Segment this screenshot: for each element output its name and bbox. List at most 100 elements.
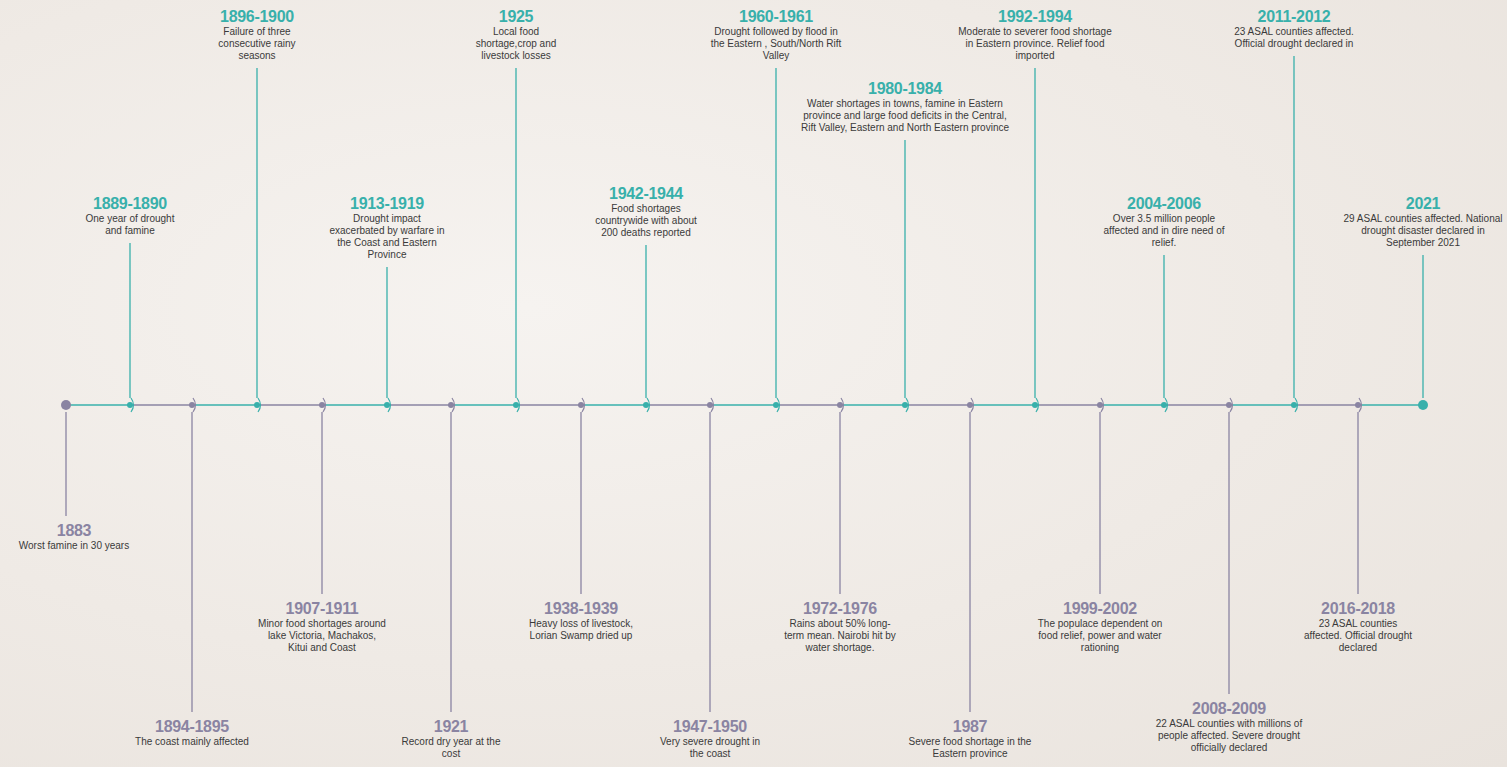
leader-line bbox=[65, 412, 66, 516]
timeline-event: 1889-1890One year of drought and famine bbox=[80, 195, 180, 237]
year-heading: 1925 bbox=[466, 8, 566, 26]
timeline-event: 1942-1944Food shortages countrywide with… bbox=[591, 185, 701, 239]
year-heading: 1987 bbox=[908, 718, 1033, 736]
event-description: Local food shortage,crop and livestock l… bbox=[466, 26, 566, 62]
year-heading: 2008-2009 bbox=[1149, 700, 1309, 718]
event-description: Severe food shortage in the Eastern prov… bbox=[908, 736, 1033, 760]
leader-line bbox=[904, 140, 905, 398]
marker-dot bbox=[254, 402, 260, 408]
marker-dot bbox=[1291, 402, 1297, 408]
timeline-event: 202129 ASAL counties affected. National … bbox=[1343, 195, 1503, 249]
timeline-axis bbox=[1229, 404, 1294, 406]
year-heading: 1921 bbox=[396, 718, 506, 736]
year-heading: 1889-1890 bbox=[80, 195, 180, 213]
marker-dot bbox=[319, 402, 325, 408]
timeline-axis bbox=[840, 404, 905, 406]
event-description: Over 3.5 million people affected and in … bbox=[1099, 213, 1229, 249]
timeline-axis bbox=[1164, 404, 1229, 406]
timeline-axis bbox=[710, 404, 776, 406]
year-heading: 1980-1984 bbox=[800, 80, 1010, 98]
year-heading: 1972-1976 bbox=[780, 600, 900, 618]
timeline-event: 1896-1900Failure of three consecutive ra… bbox=[207, 8, 307, 62]
timeline-axis bbox=[516, 404, 581, 406]
year-heading: 1883 bbox=[4, 522, 144, 540]
event-description: Failure of three consecutive rainy seaso… bbox=[207, 26, 307, 62]
timeline-axis bbox=[905, 404, 970, 406]
timeline-event: 1972-1976Rains about 50% long-term mean.… bbox=[780, 600, 900, 654]
timeline-event: 2011-201223 ASAL counties affected. Offi… bbox=[1234, 8, 1354, 50]
event-description: Moderate to severer food shortage in Eas… bbox=[955, 26, 1115, 62]
timeline-event: 1925Local food shortage,crop and livesto… bbox=[466, 8, 566, 62]
year-heading: 1913-1919 bbox=[327, 195, 447, 213]
leader-line bbox=[1357, 412, 1358, 594]
timeline-event: 1938-1939Heavy loss of livestock, Lorian… bbox=[521, 600, 641, 642]
timeline-axis bbox=[1100, 404, 1164, 406]
event-description: Rains about 50% long-term mean. Nairobi … bbox=[780, 618, 900, 654]
marker-dot bbox=[513, 402, 519, 408]
leader-line bbox=[1034, 68, 1035, 398]
year-heading: 2004-2006 bbox=[1099, 195, 1229, 213]
leader-line bbox=[580, 412, 581, 594]
marker-dot bbox=[1226, 402, 1232, 408]
year-heading: 2021 bbox=[1343, 195, 1503, 213]
timeline-axis bbox=[970, 404, 1035, 406]
timeline-event: 1987Severe food shortage in the Eastern … bbox=[908, 718, 1033, 760]
leader-line bbox=[775, 68, 776, 398]
event-description: 29 ASAL counties affected. National drou… bbox=[1343, 213, 1503, 249]
timeline-axis bbox=[322, 404, 387, 406]
timeline-axis bbox=[776, 404, 840, 406]
event-description: Water shortages in towns, famine in East… bbox=[800, 98, 1010, 134]
leader-line bbox=[839, 412, 840, 594]
timeline-event: 1980-1984Water shortages in towns, famin… bbox=[800, 80, 1010, 134]
leader-line bbox=[129, 243, 130, 398]
timeline-event: 1992-1994Moderate to severer food shorta… bbox=[955, 8, 1115, 62]
marker-dot bbox=[773, 402, 779, 408]
timeline-event: 2004-2006Over 3.5 million people affecte… bbox=[1099, 195, 1229, 249]
event-description: Record dry year at the cost bbox=[396, 736, 506, 760]
leader-line bbox=[1228, 412, 1229, 694]
year-heading: 2016-2018 bbox=[1301, 600, 1416, 618]
year-heading: 1999-2002 bbox=[1035, 600, 1165, 618]
timeline-axis bbox=[1358, 404, 1423, 406]
year-heading: 1896-1900 bbox=[207, 8, 307, 26]
year-heading: 1938-1939 bbox=[521, 600, 641, 618]
marker-dot bbox=[384, 402, 390, 408]
timeline-event: 1894-1895The coast mainly affected bbox=[127, 718, 257, 748]
leader-line bbox=[386, 267, 387, 398]
timeline-event: 1960-1961Drought followed by flood in th… bbox=[706, 8, 846, 62]
timeline-event: 1999-2002The populace dependent on food … bbox=[1035, 600, 1165, 654]
year-heading: 2011-2012 bbox=[1234, 8, 1354, 26]
timeline-axis bbox=[1294, 404, 1358, 406]
year-heading: 1907-1911 bbox=[257, 600, 387, 618]
marker-dot bbox=[1161, 402, 1167, 408]
timeline-event: 2016-201823 ASAL counties affected. Offi… bbox=[1301, 600, 1416, 654]
event-description: One year of drought and famine bbox=[80, 213, 180, 237]
timeline-axis bbox=[581, 404, 646, 406]
marker-dot bbox=[189, 402, 195, 408]
marker-dot bbox=[902, 402, 908, 408]
timeline-axis bbox=[1035, 404, 1100, 406]
event-description: Minor food shortages around lake Victori… bbox=[257, 618, 387, 654]
marker-dot bbox=[643, 402, 649, 408]
event-description: Worst famine in 30 years bbox=[4, 540, 144, 552]
marker-dot bbox=[1355, 402, 1361, 408]
event-description: Drought followed by flood in the Eastern… bbox=[706, 26, 846, 62]
marker-dot bbox=[448, 402, 454, 408]
event-description: Heavy loss of livestock, Lorian Swamp dr… bbox=[521, 618, 641, 642]
leader-line bbox=[645, 245, 646, 398]
leader-line bbox=[969, 412, 970, 712]
timeline-event: 1883Worst famine in 30 years bbox=[4, 522, 144, 552]
marker-dot bbox=[61, 400, 71, 410]
timeline-axis bbox=[192, 404, 257, 406]
leader-line bbox=[1422, 255, 1423, 398]
event-description: Food shortages countrywide with about 20… bbox=[591, 203, 701, 239]
timeline-event: 2008-200922 ASAL counties with millions … bbox=[1149, 700, 1309, 754]
marker-dot bbox=[127, 402, 133, 408]
timeline-event: 1913-1919Drought impact exacerbated by w… bbox=[327, 195, 447, 261]
timeline-event: 1907-1911Minor food shortages around lak… bbox=[257, 600, 387, 654]
year-heading: 1942-1944 bbox=[591, 185, 701, 203]
marker-dot bbox=[1418, 400, 1428, 410]
leader-line bbox=[1099, 412, 1100, 594]
leader-line bbox=[256, 68, 257, 398]
marker-dot bbox=[707, 402, 713, 408]
